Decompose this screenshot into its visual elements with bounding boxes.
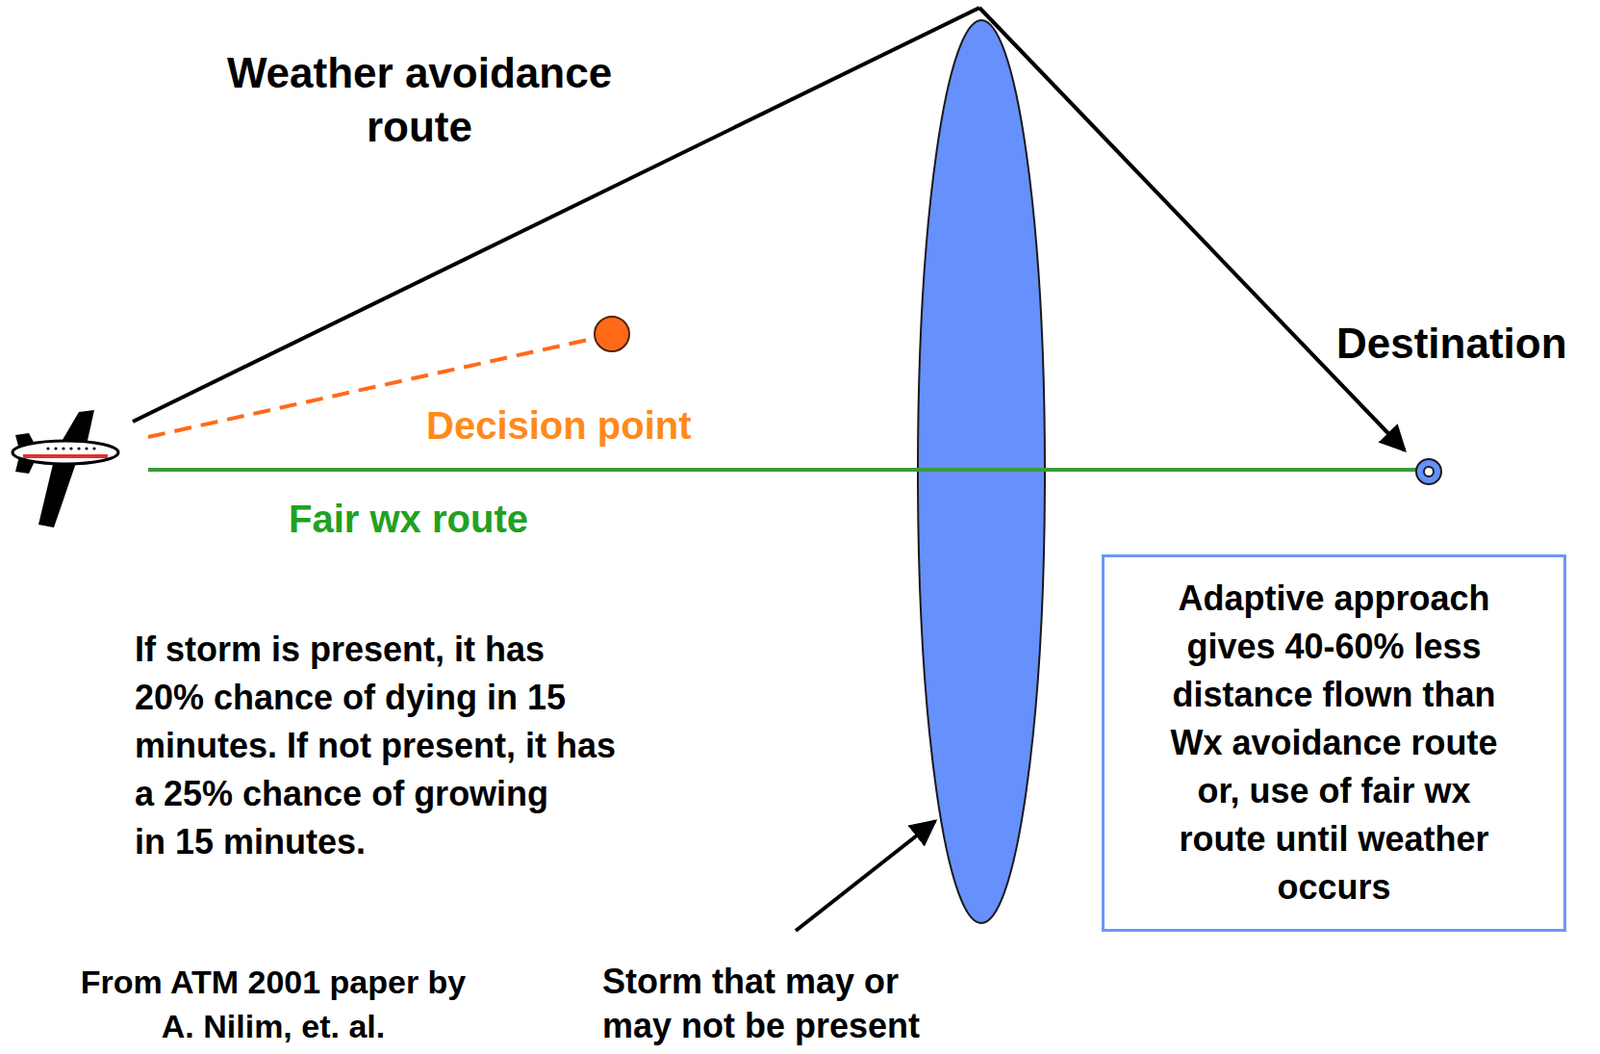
box-text: Adaptive approach gives 40-60% less dist… <box>1121 574 1547 912</box>
plane-stripe <box>23 454 108 458</box>
fair-weather-route <box>148 467 1417 472</box>
decision-point-dot <box>594 316 630 352</box>
avoidance-route-arrow <box>979 7 1405 451</box>
plane-wing <box>38 459 77 528</box>
destination-label: Destination <box>1336 318 1568 369</box>
route-label: Weather avoidance route <box>227 46 612 154</box>
destination-marker-core <box>1423 466 1434 477</box>
storm-label: Storm that may or may not be present <box>602 959 920 1048</box>
note-text: If storm is present, it has 20% chance o… <box>134 625 616 866</box>
plane-fuselage <box>12 440 119 464</box>
plane-windows <box>46 446 96 450</box>
source-note: From ATM 2001 paper by A. Nilim, et. al. <box>80 959 467 1048</box>
destination-marker <box>1416 458 1442 484</box>
avoidance-route <box>132 7 980 422</box>
route-label: Fair wx route <box>288 495 529 542</box>
storm-leader <box>795 820 936 931</box>
airplane-icon <box>12 409 119 528</box>
decision-label: Decision point <box>426 402 692 449</box>
note-box: Adaptive approach gives 40-60% less dist… <box>1101 554 1567 932</box>
